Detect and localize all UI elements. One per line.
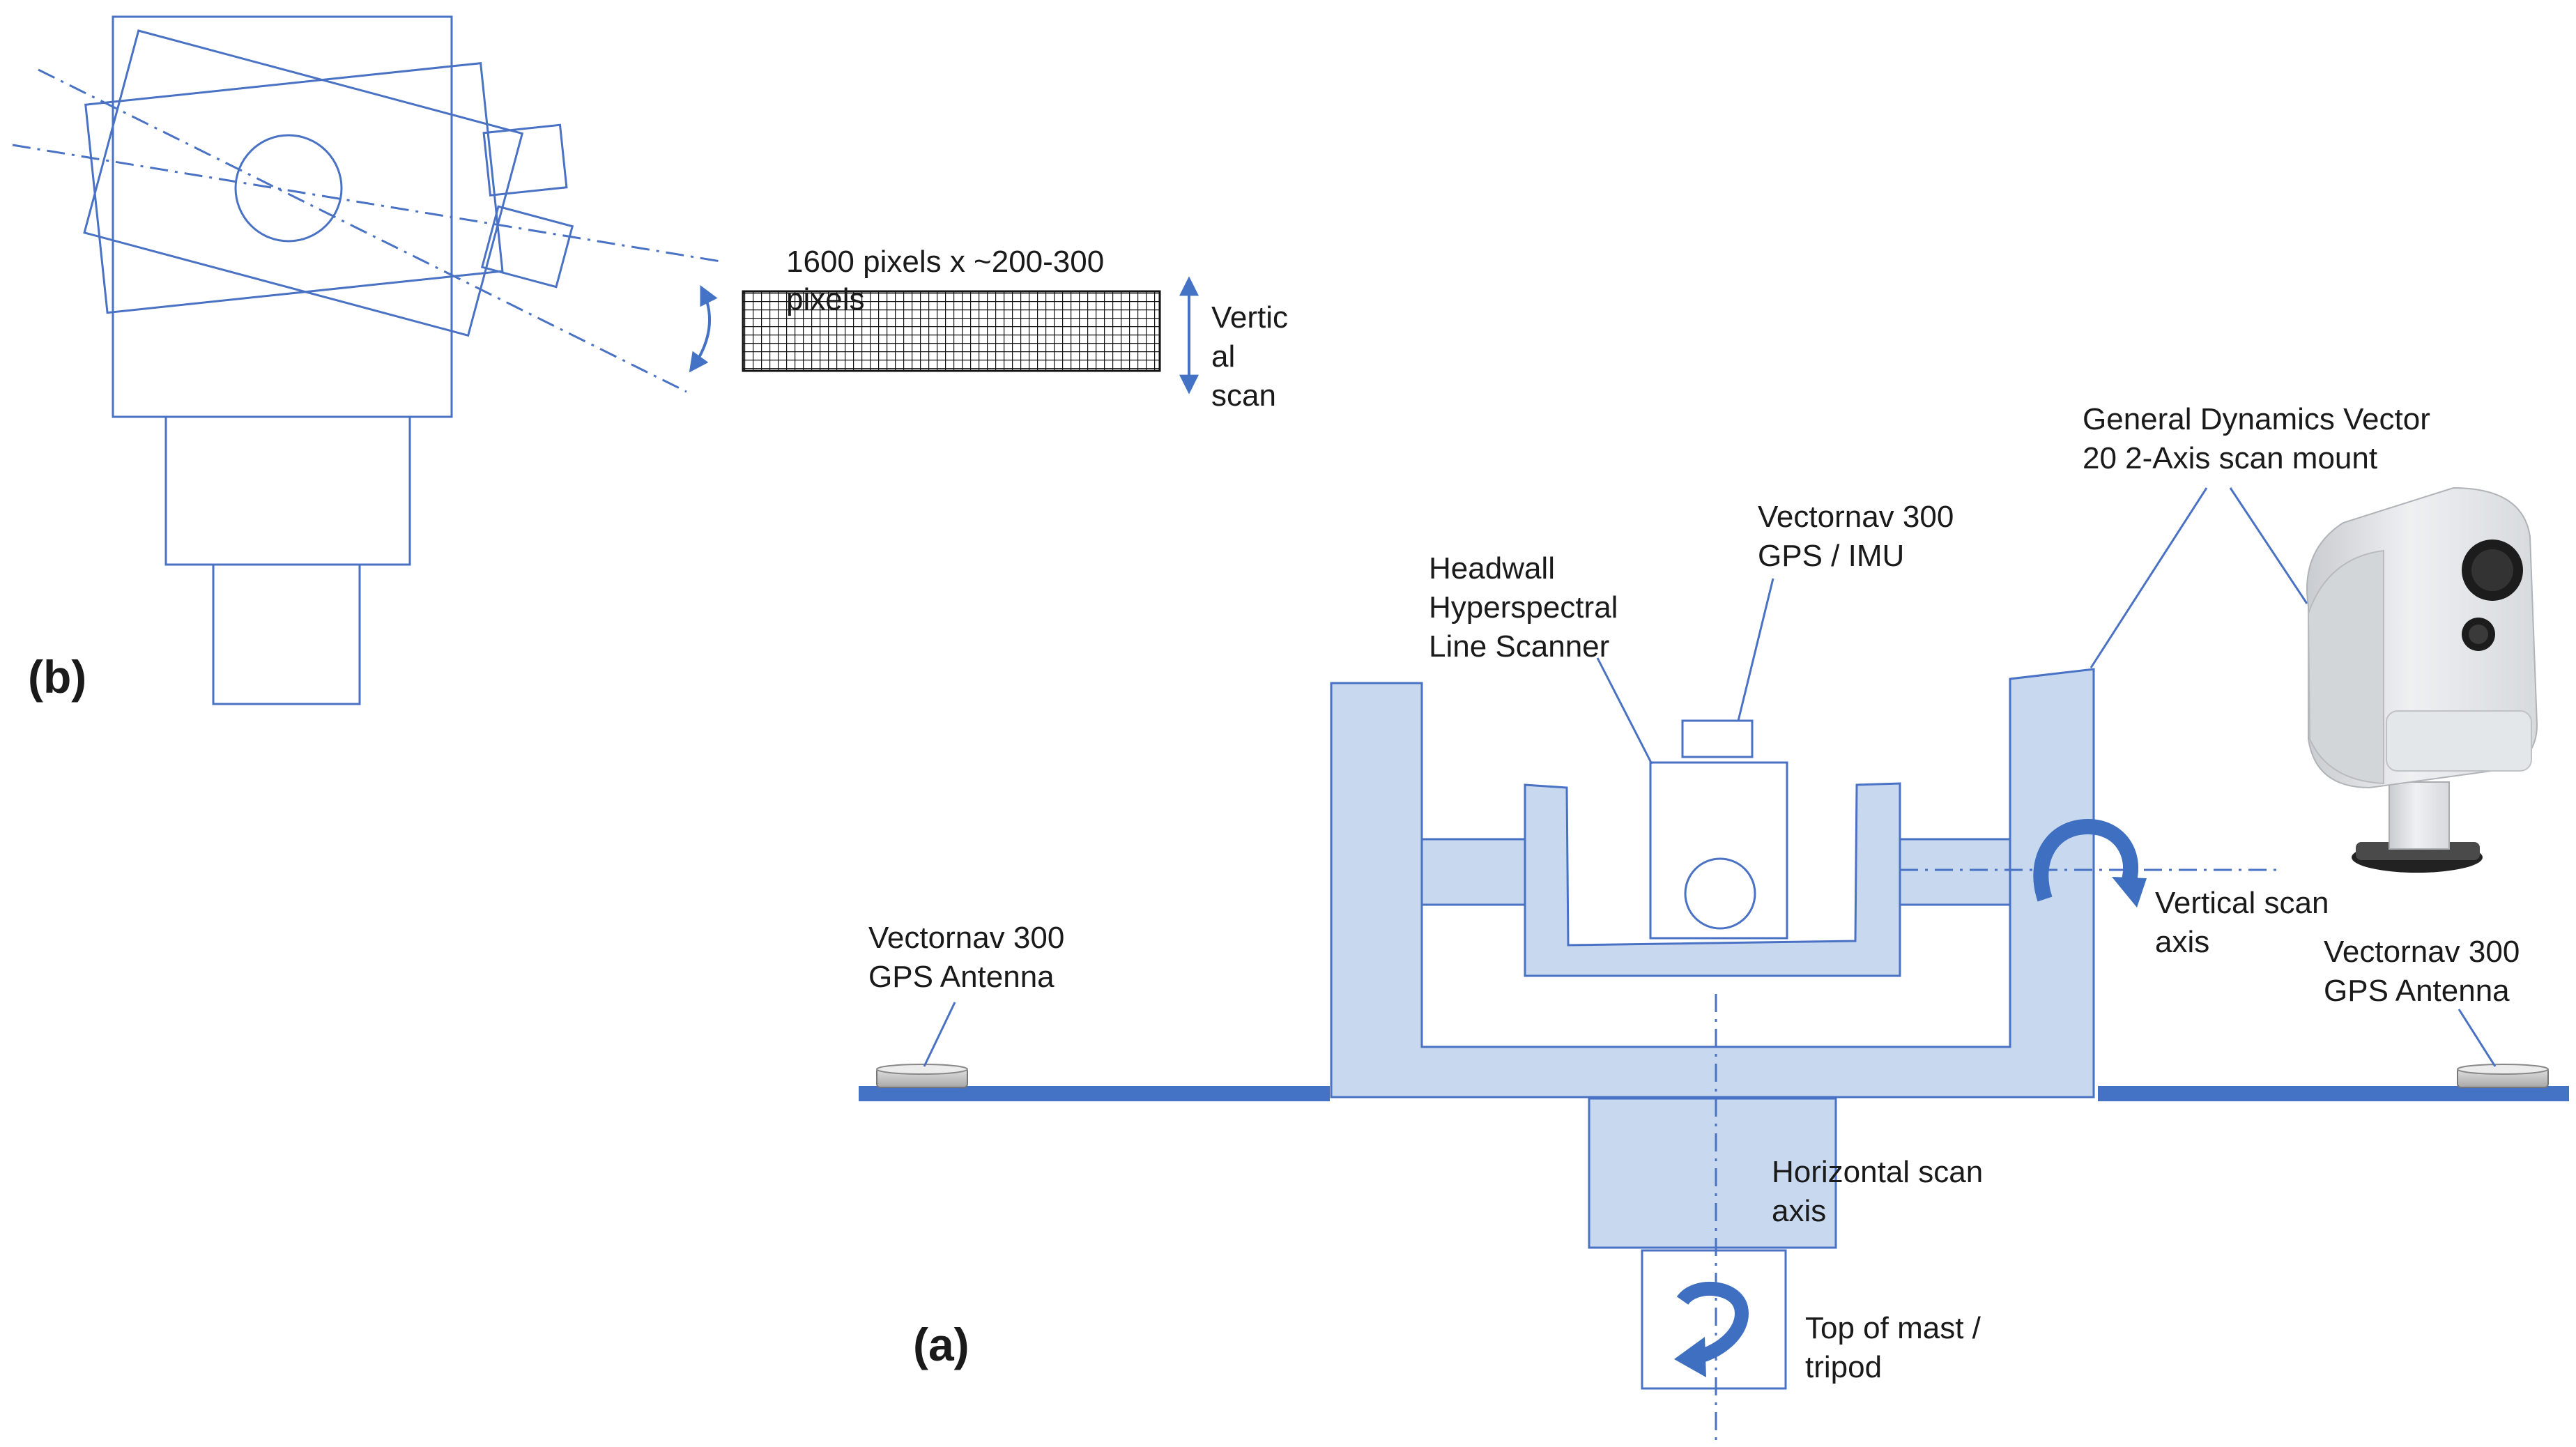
antenna-left-label-1: Vectornav 300 <box>868 921 1064 955</box>
horizontal-rotation-arrowhead <box>1674 1337 1706 1377</box>
inner-cradle <box>1524 782 1901 977</box>
rail-left <box>859 1086 1330 1101</box>
horizontal-axis-label-1: Horizontal scan <box>1772 1155 1983 1189</box>
shaft-left <box>1420 838 1528 906</box>
gps-antenna-left <box>876 1064 968 1088</box>
vertical-scan-label-3: scan <box>1211 378 1276 413</box>
scanner-lens-outline <box>234 134 343 243</box>
mount-housing-outline <box>112 15 453 418</box>
scanner-label-2: Hyperspectral <box>1429 590 1618 625</box>
antenna-right-label-2: GPS Antenna <box>2324 974 2510 1008</box>
outer-yoke <box>1330 668 2095 1098</box>
vertical-rotation-arrow <box>2033 818 2139 902</box>
gps-imu-box <box>1681 719 1754 758</box>
antenna-right-leader <box>2458 1009 2497 1067</box>
line-scan-size-label-2: pixels <box>786 282 865 316</box>
mast-label-2: tripod <box>1805 1350 1882 1384</box>
view-axis-line-2 <box>38 68 687 393</box>
view-axis-line <box>12 144 726 263</box>
horizontal-axis-label-2: axis <box>1772 1194 1826 1228</box>
vector-20-gimbal-image <box>2306 487 2538 873</box>
vertical-scan-label-1: Vertic <box>1211 300 1288 335</box>
mast-top <box>1641 1249 1787 1390</box>
gd-mount-label-2: 20 2-Axis scan mount <box>2083 441 2377 475</box>
panel-a: General Dynamics Vector 20 2-Axis scan m… <box>859 402 2569 1443</box>
tilt-arrow <box>689 284 718 373</box>
antenna-left-leader <box>923 1002 956 1067</box>
panel-label-b: (b) <box>28 651 86 703</box>
tilted-scanner-outline-2 <box>84 62 568 314</box>
tilted-scanner-outline <box>83 29 574 337</box>
mount-stem-outline <box>212 563 361 705</box>
horizontal-pivot <box>1588 1097 1837 1249</box>
vertical-axis-label-2: axis <box>2155 925 2209 959</box>
gd-leader-right <box>2229 487 2308 604</box>
mount-base-outline <box>164 415 411 566</box>
antenna-left-label-2: GPS Antenna <box>868 960 1055 994</box>
line-scan-size-label: 1600 pixels x ~200-300 <box>786 245 1104 279</box>
horizontal-rotation-arrow <box>1676 1281 1749 1365</box>
scanner-label-3: Line Scanner <box>1429 629 1609 664</box>
imu-label-2: GPS / IMU <box>1758 539 1904 573</box>
mast-label-1: Top of mast / <box>1805 1311 1981 1345</box>
vertical-axis-label-1: Vertical scan <box>2155 886 2329 920</box>
scanner-label-1: Headwall <box>1429 551 1555 585</box>
gps-antenna-right <box>2457 1064 2549 1088</box>
panel-b <box>12 15 726 705</box>
gd-leader-left <box>2090 487 2208 668</box>
imu-leader <box>1737 578 1774 721</box>
imu-label-1: Vectornav 300 <box>1758 500 1954 534</box>
shaft-right <box>1899 838 2011 906</box>
vertical-rotation-arrowhead <box>2112 877 2147 908</box>
vertical-scan-label-2: al <box>1211 339 1235 374</box>
rail-right <box>2098 1086 2569 1101</box>
antenna-right-label-1: Vectornav 300 <box>2324 935 2520 969</box>
scanner-lens <box>1684 857 1756 930</box>
pixel-grid <box>742 290 1161 372</box>
panel-label-a: (a) <box>913 1319 969 1370</box>
scanner-leader <box>1596 657 1653 765</box>
gd-mount-label-1: General Dynamics Vector <box>2083 402 2430 436</box>
